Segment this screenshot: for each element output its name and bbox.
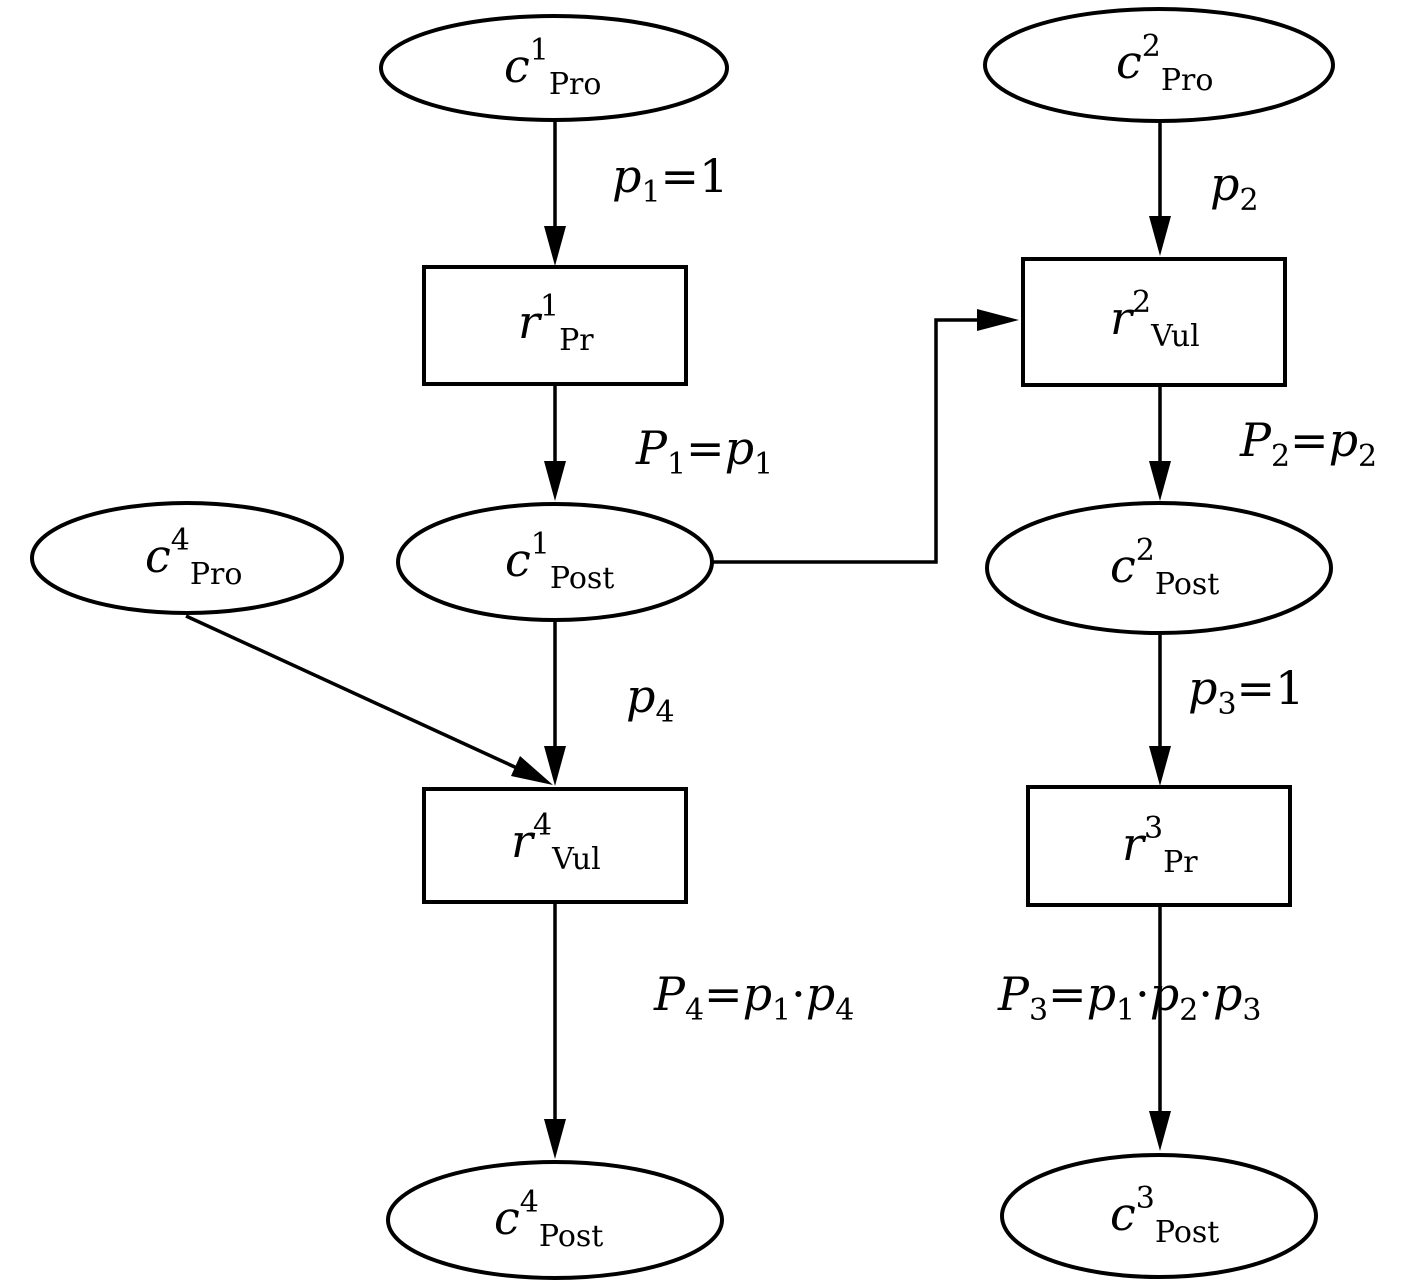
node-label: r3Pr	[1122, 811, 1198, 880]
node-label: c1Post	[505, 527, 614, 596]
node-rect	[422, 265, 688, 386]
node-c4-post: c4Post	[386, 1160, 724, 1280]
node-label: r4Vul	[511, 808, 601, 877]
node-r4-vul: r4Vul	[422, 787, 688, 904]
edges	[185, 122, 1171, 1159]
edge-c1post-r2vul	[713, 318, 990, 564]
nodes: c1Pro c2Pro r1Pr r2Vul	[30, 7, 1335, 1280]
edge-c4pro-r4vul	[185, 614, 531, 776]
arrowhead	[1149, 461, 1171, 501]
arrowhead	[1149, 746, 1171, 786]
node-label: c2Post	[1110, 533, 1219, 602]
node-rect	[422, 787, 688, 904]
arrowhead	[511, 756, 553, 785]
node-c1-post: c1Post	[396, 502, 714, 622]
node-c4-pro: c4Pro	[30, 501, 344, 615]
label-p2: p2	[1210, 157, 1259, 218]
node-ellipse	[386, 1160, 724, 1280]
node-r3-pr: r3Pr	[1026, 785, 1292, 907]
arrowhead	[544, 1119, 566, 1159]
node-r2-vul: r2Vul	[1021, 257, 1287, 387]
node-label: c1Pro	[504, 33, 601, 102]
node-label: c3Post	[1110, 1181, 1219, 1250]
node-rect	[1026, 785, 1292, 907]
label-P3-eq-p1-p2-p3: P3=p1·p2·p3	[997, 967, 1261, 1028]
node-c2-pro: c2Pro	[983, 7, 1335, 123]
label-P2-eq-p2: P2=p2	[1239, 413, 1377, 474]
node-ellipse	[379, 14, 729, 122]
arrowhead	[977, 309, 1019, 331]
arrowhead	[544, 746, 566, 786]
label-P1-eq-p1: P1=p1	[635, 421, 773, 482]
node-c1-pro: c1Pro	[379, 14, 729, 122]
node-ellipse	[396, 502, 714, 622]
label-p4: p4	[626, 669, 675, 730]
node-c3-post: c3Post	[1000, 1153, 1318, 1279]
node-rect	[1021, 257, 1287, 387]
node-ellipse	[983, 7, 1335, 123]
node-label: r1Pr	[518, 289, 594, 358]
arrowhead	[1149, 216, 1171, 256]
arrowhead	[544, 226, 566, 266]
node-label: r2Vul	[1110, 285, 1200, 354]
arrowhead	[1149, 1111, 1171, 1151]
edge-labels: p1=1 p2 P1=p1 P2=p2 p4 p3=1 P4=p1·p4 P3=…	[612, 149, 1377, 1028]
node-label: c4Post	[494, 1185, 603, 1254]
label-P4-eq-p1-p4: P4=p1·p4	[653, 967, 854, 1028]
node-ellipse	[1000, 1153, 1318, 1279]
label-p1-eq-1: p1=1	[612, 149, 728, 210]
node-r1-pr: r1Pr	[422, 265, 688, 386]
node-label: c2Pro	[1116, 29, 1213, 98]
node-label: c4Pro	[145, 523, 242, 592]
node-ellipse	[30, 501, 344, 615]
arrowhead	[544, 461, 566, 501]
label-p3-eq-1: p3=1	[1188, 661, 1304, 722]
node-ellipse	[985, 501, 1333, 635]
node-c2-post: c2Post	[985, 501, 1333, 635]
